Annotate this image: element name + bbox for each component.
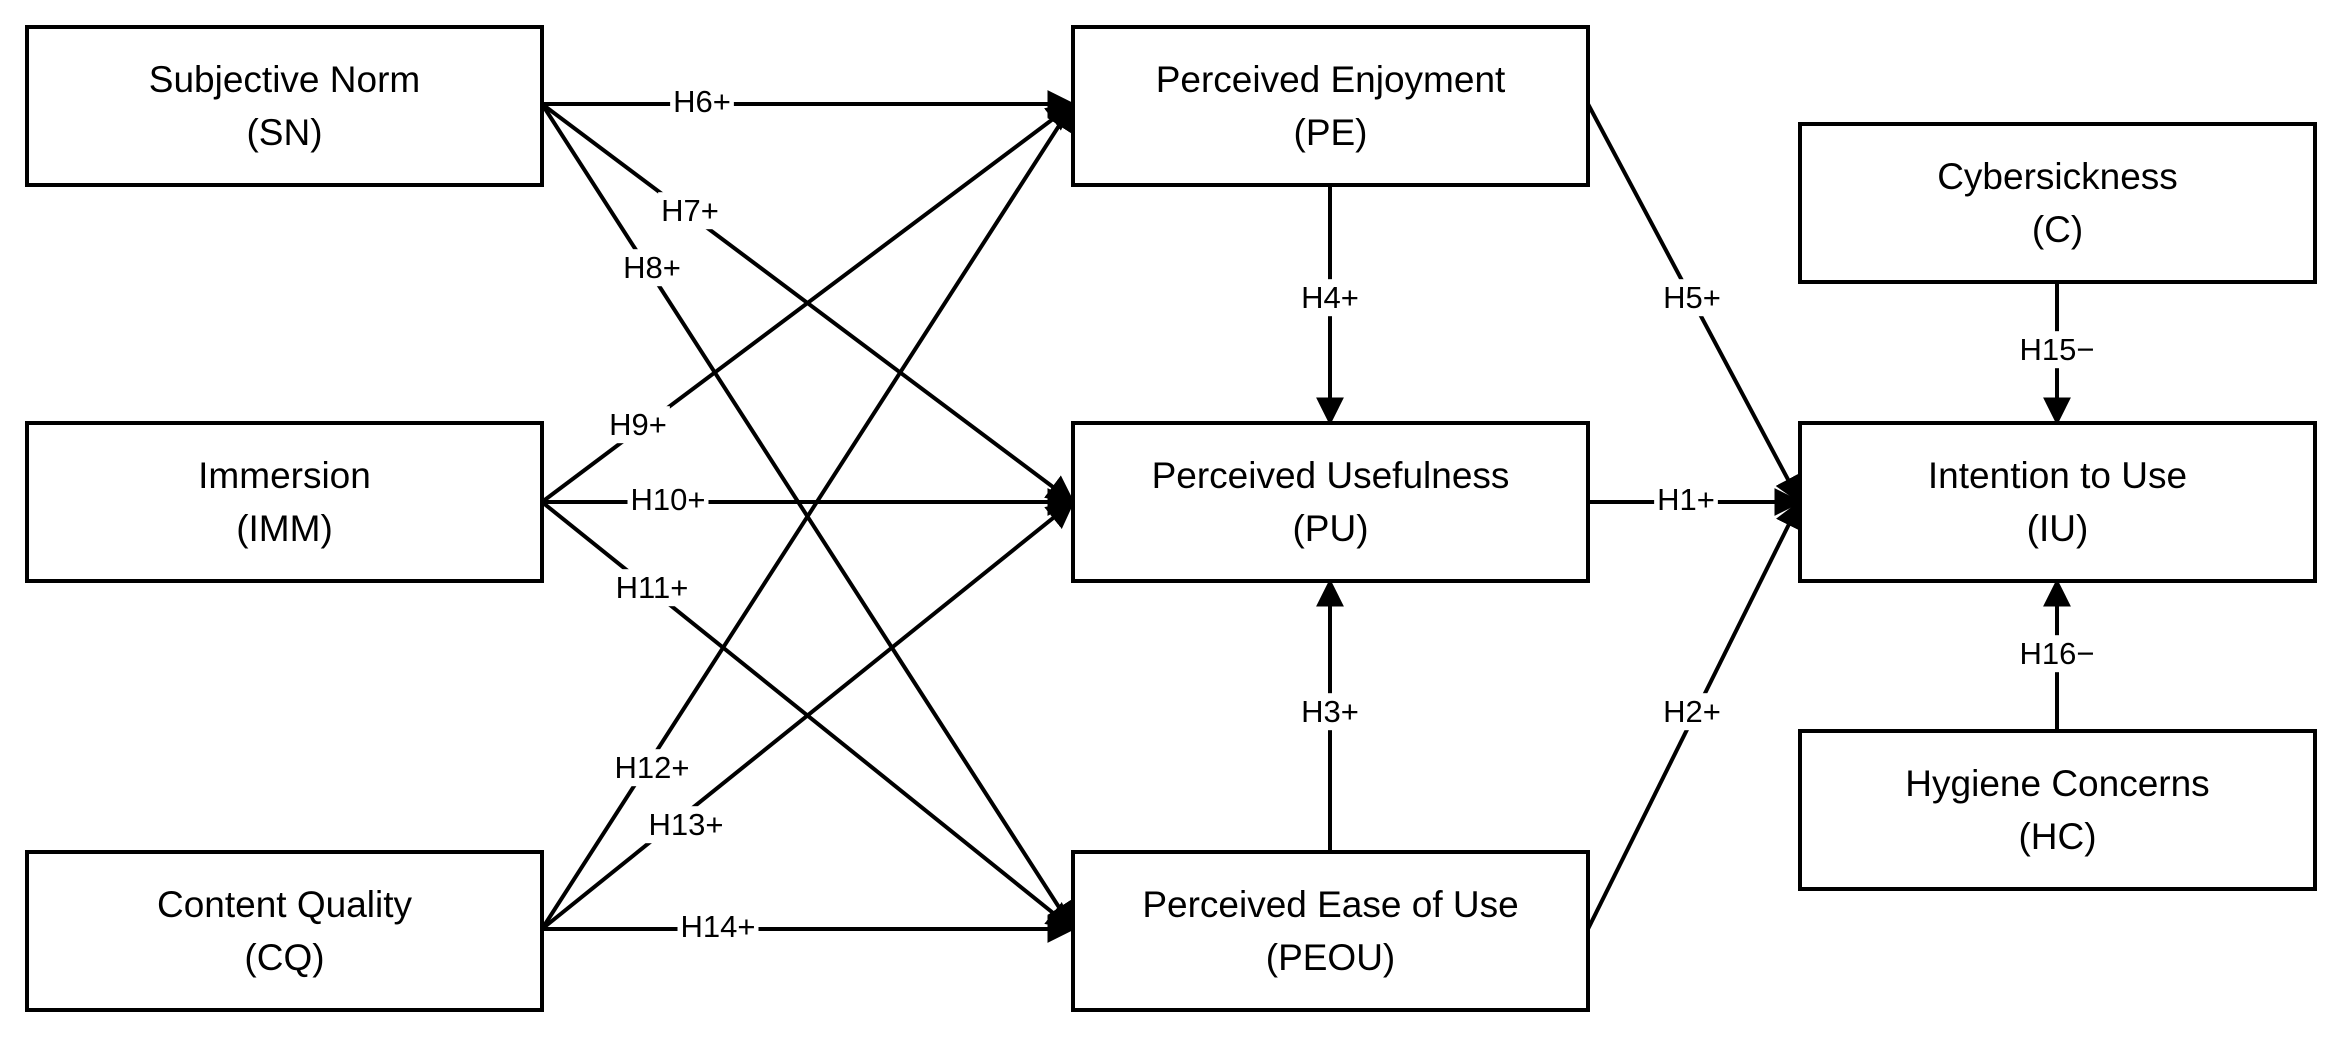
- construct-name: Subjective Norm: [149, 59, 420, 100]
- construct-name: Intention to Use: [1928, 455, 2187, 496]
- arrow-sn-to-pe: H6+: [542, 83, 1076, 121]
- hypothesis-label-background: [645, 806, 727, 844]
- hypothesis-label-h9: H9+: [609, 407, 667, 442]
- arrow-cq-to-peou: H14+: [542, 908, 1076, 946]
- construct-box: [1071, 421, 1590, 583]
- construct-abbreviation: (PEOU): [1266, 937, 1396, 978]
- construct-abbreviation: (PU): [1292, 508, 1368, 549]
- arrow-line: [540, 102, 1075, 931]
- hypothesis-label-background: [612, 569, 692, 607]
- construct-name: Content Quality: [157, 884, 413, 925]
- construct-iu: Intention to Use (IU): [1798, 421, 2317, 583]
- construct-box: [1071, 25, 1590, 187]
- arrow-imm-to-pu: H10+: [542, 481, 1076, 519]
- construct-abbreviation: (C): [2032, 209, 2083, 250]
- hypothesis-label-background: [1298, 693, 1362, 731]
- hypothesis-label-background: [1654, 481, 1718, 519]
- hypothesis-label-h1: H1+: [1657, 482, 1715, 517]
- hypothesis-label-background: [670, 83, 734, 121]
- construct-abbreviation: (IU): [2027, 508, 2089, 549]
- hypothesis-label-h8: H8+: [623, 250, 681, 285]
- hypothesis-label-background: [677, 908, 759, 946]
- construct-c: Cybersickness (C): [1798, 122, 2317, 284]
- arrow-peou-to-iu: H2+: [1586, 499, 1802, 930]
- construct-pe: Perceived Enjoyment (PE): [1071, 25, 1590, 187]
- construct-name: Hygiene Concerns: [1905, 763, 2209, 804]
- hypothesis-label-h13: H13+: [649, 807, 724, 842]
- construct-box: [1798, 122, 2317, 284]
- arrow-cq-to-pu: H13+: [540, 500, 1075, 931]
- hypothesis-label-background: [1660, 279, 1724, 317]
- arrow-imm-to-pe: H9+: [540, 102, 1075, 504]
- hypothesis-label-h3: H3+: [1301, 694, 1359, 729]
- hypothesis-label-h10: H10+: [631, 482, 706, 517]
- construct-sn: Subjective Norm (SN): [25, 25, 544, 187]
- hypothesis-label-h12: H12+: [615, 750, 690, 785]
- construct-name: Perceived Enjoyment: [1156, 59, 1506, 100]
- construct-box: [25, 25, 544, 187]
- hypothesis-label-background: [627, 481, 709, 519]
- construct-box: [1071, 850, 1590, 1012]
- construct-abbreviation: (IMM): [236, 508, 333, 549]
- hypothesis-label-h7: H7+: [661, 193, 719, 228]
- construct-abbreviation: (CQ): [244, 937, 324, 978]
- construct-cq: Content Quality (CQ): [25, 850, 544, 1012]
- hypothesis-label-h6: H6+: [673, 84, 731, 119]
- hypothesis-label-background: [1298, 279, 1362, 317]
- construct-name: Cybersickness: [1937, 156, 2178, 197]
- arrow-cq-to-pe: H12+: [540, 102, 1075, 931]
- construct-abbreviation: (SN): [246, 112, 322, 153]
- hypothesis-label-background: [2016, 331, 2098, 369]
- hypothesis-label-background: [620, 249, 684, 287]
- hypothesis-label-h2: H2+: [1663, 694, 1721, 729]
- arrow-line: [540, 500, 1075, 931]
- hypothesis-label-background: [611, 749, 693, 787]
- hypothesis-label-background: [1660, 693, 1724, 731]
- hypothesis-label-h5: H5+: [1663, 280, 1721, 315]
- construct-name: Perceived Ease of Use: [1142, 884, 1518, 925]
- arrow-pe-to-iu: H5+: [1586, 103, 1802, 505]
- arrow-pu-to-iu: H1+: [1588, 481, 1803, 519]
- construct-box: [1798, 729, 2317, 891]
- construct-box: [25, 421, 544, 583]
- construct-imm: Immersion (IMM): [25, 421, 544, 583]
- arrow-c-to-iu: H15−: [2016, 282, 2098, 426]
- arrow-peou-to-pu: H3+: [1298, 578, 1362, 852]
- construct-peou: Perceived Ease of Use (PEOU): [1071, 850, 1590, 1012]
- hypothesis-label-h15: H15−: [2020, 332, 2095, 367]
- hypothesis-label-h4: H4+: [1301, 280, 1359, 315]
- construct-name: Perceived Usefulness: [1152, 455, 1510, 496]
- construct-abbreviation: (HC): [2018, 816, 2096, 857]
- hypothesis-label-h16: H16−: [2020, 636, 2095, 671]
- construct-abbreviation: (PE): [1294, 112, 1368, 153]
- construct-pu: Perceived Usefulness (PU): [1071, 421, 1590, 583]
- hypothesis-label-h14: H14+: [681, 909, 756, 944]
- hypothesis-label-background: [606, 406, 670, 444]
- hypothesis-label-background: [658, 192, 722, 230]
- construct-hc: Hygiene Concerns (HC): [1798, 729, 2317, 891]
- construct-name: Immersion: [198, 455, 371, 496]
- hypothesis-label-background: [2016, 635, 2098, 673]
- construct-box: [25, 850, 544, 1012]
- construct-box: [1798, 421, 2317, 583]
- arrow-hc-to-iu: H16−: [2016, 578, 2098, 731]
- hypothesis-label-h11: H11+: [616, 570, 689, 605]
- arrow-pe-to-pu: H4+: [1298, 185, 1362, 426]
